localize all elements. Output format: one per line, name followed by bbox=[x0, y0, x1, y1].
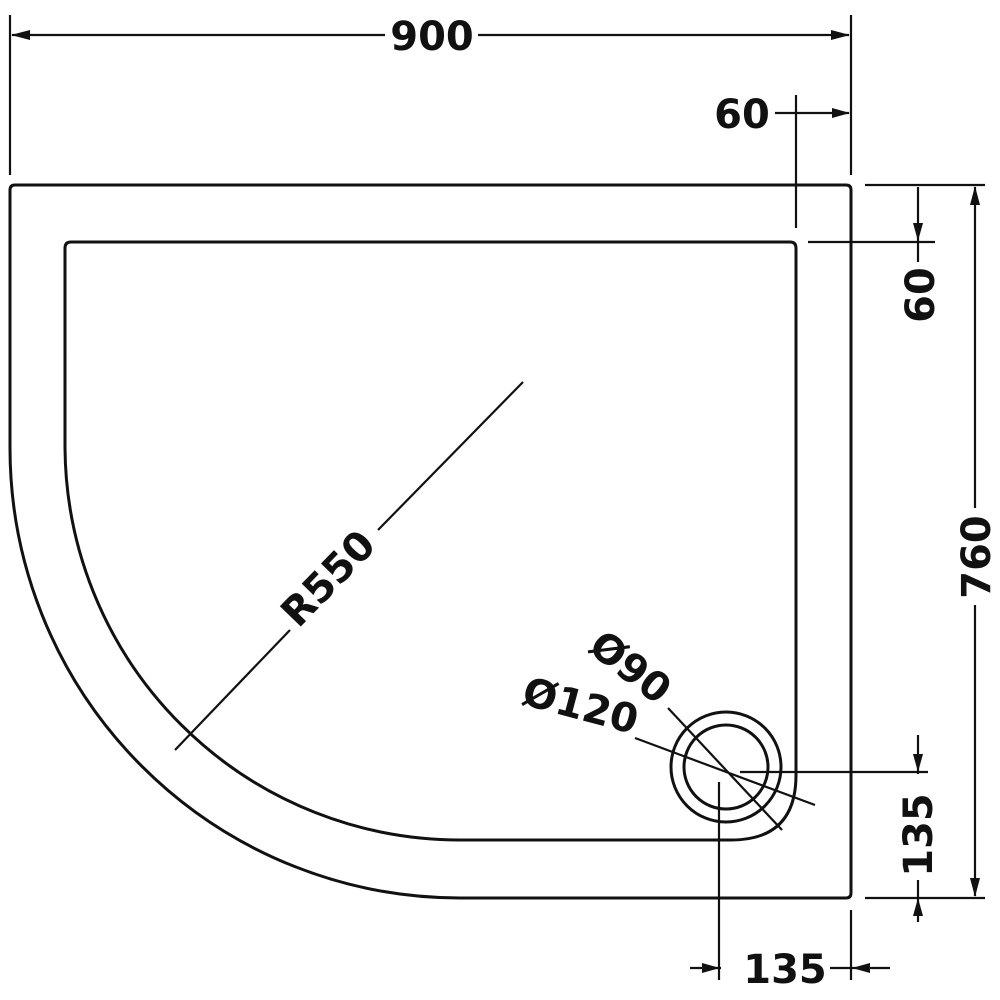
dim-label-waste-offset-horizontal: 135 bbox=[743, 947, 827, 993]
arrowhead-135-horizontal-right bbox=[852, 963, 870, 973]
dim-label-rim-top: 60 bbox=[714, 92, 770, 138]
radius-leader-upper bbox=[377, 381, 524, 531]
tray-outer-outline bbox=[8, 183, 853, 900]
leader-waste-inner bbox=[667, 707, 783, 831]
dim-label-radius: R550 bbox=[272, 522, 384, 636]
radius-leader-lower bbox=[174, 629, 291, 751]
dim-label-overall-depth: 760 bbox=[954, 515, 1000, 599]
leader-waste-outer bbox=[634, 736, 816, 807]
arrowhead-760-top bbox=[970, 186, 980, 205]
arrowhead-135-horizontal-left bbox=[702, 963, 720, 973]
arrowhead-900-right bbox=[831, 30, 850, 40]
dim-label-waste-offset-vertical: 135 bbox=[896, 793, 942, 877]
arrowhead-900-left bbox=[11, 30, 30, 40]
arrowhead-60-top bbox=[832, 108, 850, 118]
arrowhead-60-side bbox=[913, 223, 923, 241]
arrowhead-135-vertical-lower bbox=[913, 898, 923, 916]
arrowhead-760-bottom bbox=[970, 878, 980, 897]
dim-label-overall-width: 900 bbox=[390, 14, 474, 60]
tray-inner-outline bbox=[63, 240, 798, 842]
arrowhead-135-vertical-upper bbox=[913, 754, 923, 772]
waste-outer-circle bbox=[669, 710, 783, 824]
waste-inner-circle bbox=[682, 723, 770, 811]
dim-label-rim-side: 60 bbox=[898, 267, 944, 323]
